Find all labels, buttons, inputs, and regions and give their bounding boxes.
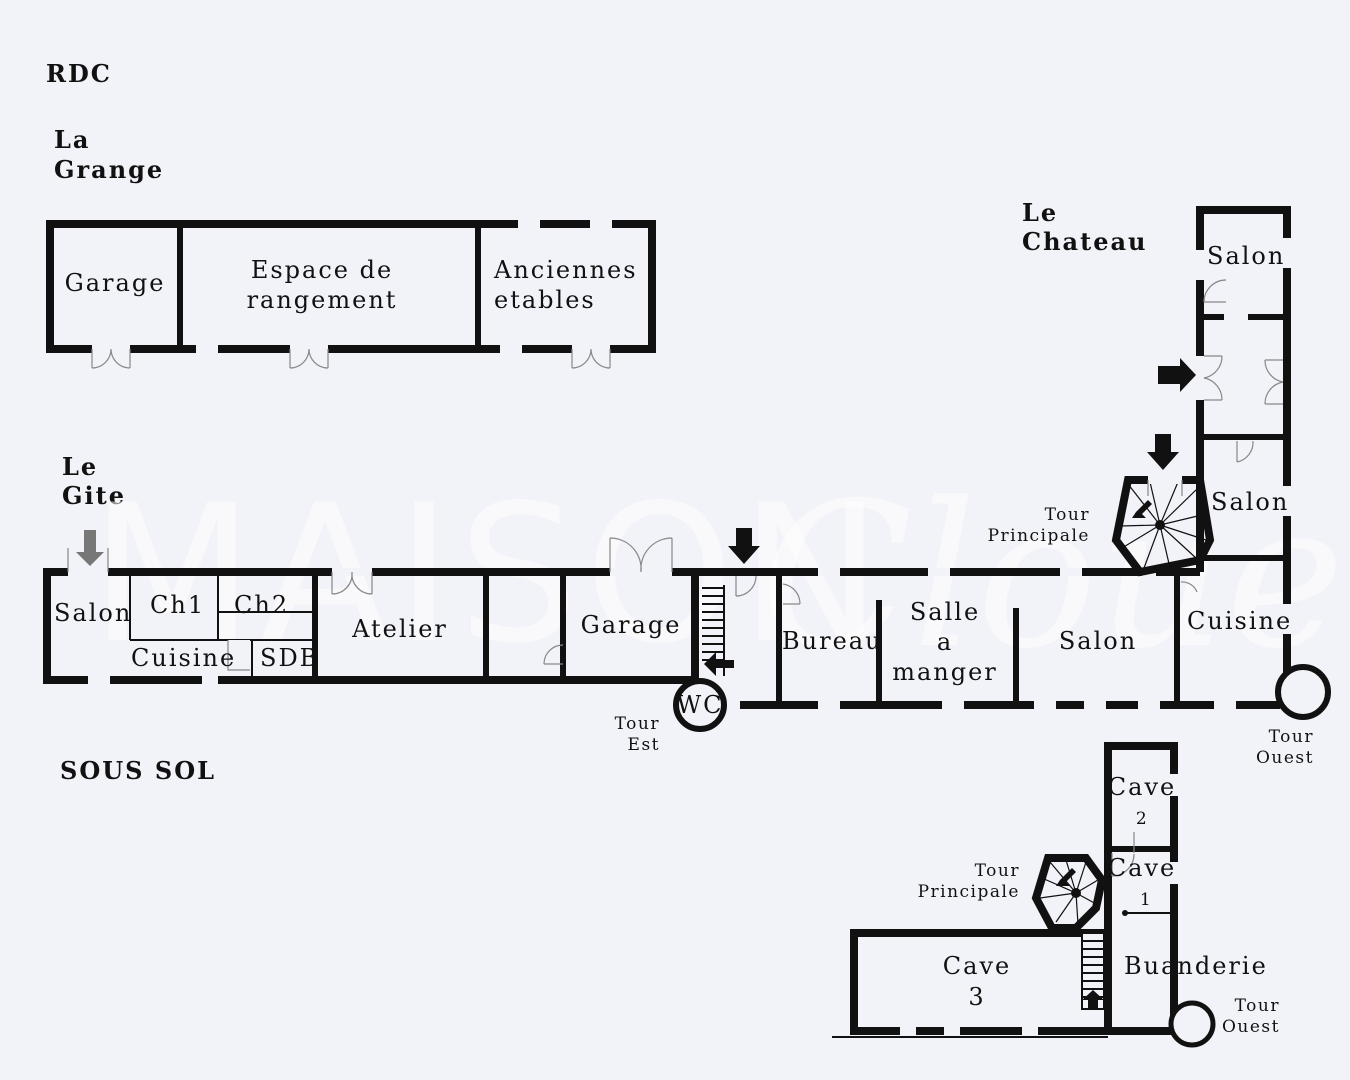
cellar-room-cave2-line1: Cave xyxy=(1108,773,1176,801)
gite-room-sdb: SDB xyxy=(260,644,319,672)
gite-entrance-arrow-icon xyxy=(76,530,104,566)
grange-room-rangement-line1: Espace de xyxy=(251,256,393,284)
cellar-door-cave1 xyxy=(1111,832,1135,877)
chateau-entrance-arrow-tower-icon xyxy=(1147,434,1179,470)
chateau-entrance-arrow-main-icon xyxy=(728,528,760,564)
chateau-tour-principale-label-line1: Tour xyxy=(1045,505,1090,525)
chateau-door-salon-mid xyxy=(1236,440,1254,463)
grange-door-etables xyxy=(571,345,611,369)
cellar-tour-principale-label-line2: Principale xyxy=(918,882,1020,902)
chateau-door-salon-top xyxy=(1203,279,1227,303)
chateau-tour-ouest-label-line1: Tour xyxy=(1269,727,1314,747)
cellar-tour-principale-label-line1: Tour xyxy=(975,861,1020,881)
level-sous-sol-label: SOUS SOL xyxy=(60,756,216,785)
chateau-door-cuisine xyxy=(1180,581,1198,593)
gite-room-ch1: Ch1 xyxy=(150,591,205,619)
cellar-tour-ouest xyxy=(1168,1000,1216,1048)
grange-outline xyxy=(46,220,656,353)
gite-door-interior xyxy=(543,644,564,665)
chateau-door-entrance-east xyxy=(1196,355,1223,401)
chateau-room-salle-line3: manger xyxy=(892,658,998,686)
grange-room-etables-line2: etables xyxy=(494,286,596,314)
chateau-door-bureau xyxy=(782,583,801,605)
chateau-room-salle-line2: a xyxy=(937,628,953,656)
gite-room-atelier: Atelier xyxy=(351,615,448,643)
grange-door-garage xyxy=(91,345,131,369)
gite-room-ch2: Ch2 xyxy=(234,591,289,619)
chateau-tour-est-label-line2: Est xyxy=(628,735,660,755)
chateau-door-east-tower xyxy=(735,575,757,597)
grange-room-rangement-line2: rangement xyxy=(247,286,398,314)
chateau-tour-principale xyxy=(1111,476,1215,577)
gite-stairs-arrow-icon xyxy=(704,652,734,676)
gite-door-atelier xyxy=(331,568,373,595)
cellar-tour-ouest-label-line1: Tour xyxy=(1235,996,1280,1016)
cellar-cave3-outline xyxy=(850,929,1112,1035)
grange-building: Garage Espace de rangement Anciennes eta… xyxy=(46,220,656,369)
cellar-east-wing-outline xyxy=(1104,742,1178,1035)
grange-title-line1: La xyxy=(54,125,90,154)
chateau-entrance-arrow-east-icon xyxy=(1158,358,1196,392)
gite-title-line2: Gite xyxy=(62,481,126,510)
cellar-tour-principale xyxy=(1031,854,1107,932)
chateau-room-cuisine: Cuisine xyxy=(1187,607,1292,635)
grange-room-garage: Garage xyxy=(65,269,166,297)
level-rdc-label: RDC xyxy=(46,59,112,88)
gite-door-entrance xyxy=(67,548,109,576)
chateau-tour-est-label-line1: Tour xyxy=(615,714,660,734)
chateau-room-salon: Salon xyxy=(1059,627,1137,655)
chateau-door-hall-east xyxy=(1264,359,1284,405)
cellar-level: Cave 2 Cave 1 Cave 3 Buanderie Tour Prin… xyxy=(832,742,1280,1048)
gite-room-salon: Salon xyxy=(54,599,132,627)
grange-title-line2: Grange xyxy=(54,155,164,184)
chateau-title-line2: Chateau xyxy=(1022,227,1147,256)
cellar-room-cave1-line2: 1 xyxy=(1140,890,1152,910)
chateau-tour-principale-label-line2: Principale xyxy=(988,526,1090,546)
cellar-room-cave3-line1: Cave xyxy=(943,952,1011,980)
gite-door-garage xyxy=(609,537,673,576)
chateau-room-salon-mid: Salon xyxy=(1211,488,1289,516)
gite-room-cuisine: Cuisine xyxy=(131,644,236,672)
chateau-room-bureau: Bureau xyxy=(782,627,883,655)
gite-room-garage: Garage xyxy=(581,611,682,639)
cellar-staircase xyxy=(1081,932,1105,1010)
cellar-room-cave2-line2: 2 xyxy=(1136,809,1148,829)
chateau-tour-ouest xyxy=(1275,664,1331,720)
chateau-room-salon-top: Salon xyxy=(1207,242,1285,270)
chateau-title-line1: Le xyxy=(1022,198,1058,227)
cellar-room-cave3-line2: 3 xyxy=(968,983,985,1011)
cellar-stairs-arrow-icon xyxy=(1082,990,1104,1008)
watermark-clouee: Clouee xyxy=(760,460,1350,693)
grange-room-etables-line1: Anciennes xyxy=(493,256,638,284)
grange-door-rangement xyxy=(289,345,329,369)
chateau-building: WC Salon Salon Bureau Salle a manger Sal… xyxy=(615,206,1331,768)
chateau-room-wc: WC xyxy=(676,691,723,719)
chateau-tour-est xyxy=(673,678,727,732)
cellar-tour-ouest-label-line2: Ouest xyxy=(1222,1017,1280,1037)
gite-title-line1: Le xyxy=(62,452,98,481)
cellar-room-cave1-line1: Cave xyxy=(1108,854,1176,882)
gite-building: Salon Ch1 Ch2 Cuisine SDB Atelier Garage xyxy=(43,530,725,684)
cellar-room-buanderie: Buanderie xyxy=(1124,952,1268,980)
chateau-tour-ouest-label-line2: Ouest xyxy=(1256,748,1314,768)
chateau-room-salle-line1: Salle xyxy=(910,598,980,626)
